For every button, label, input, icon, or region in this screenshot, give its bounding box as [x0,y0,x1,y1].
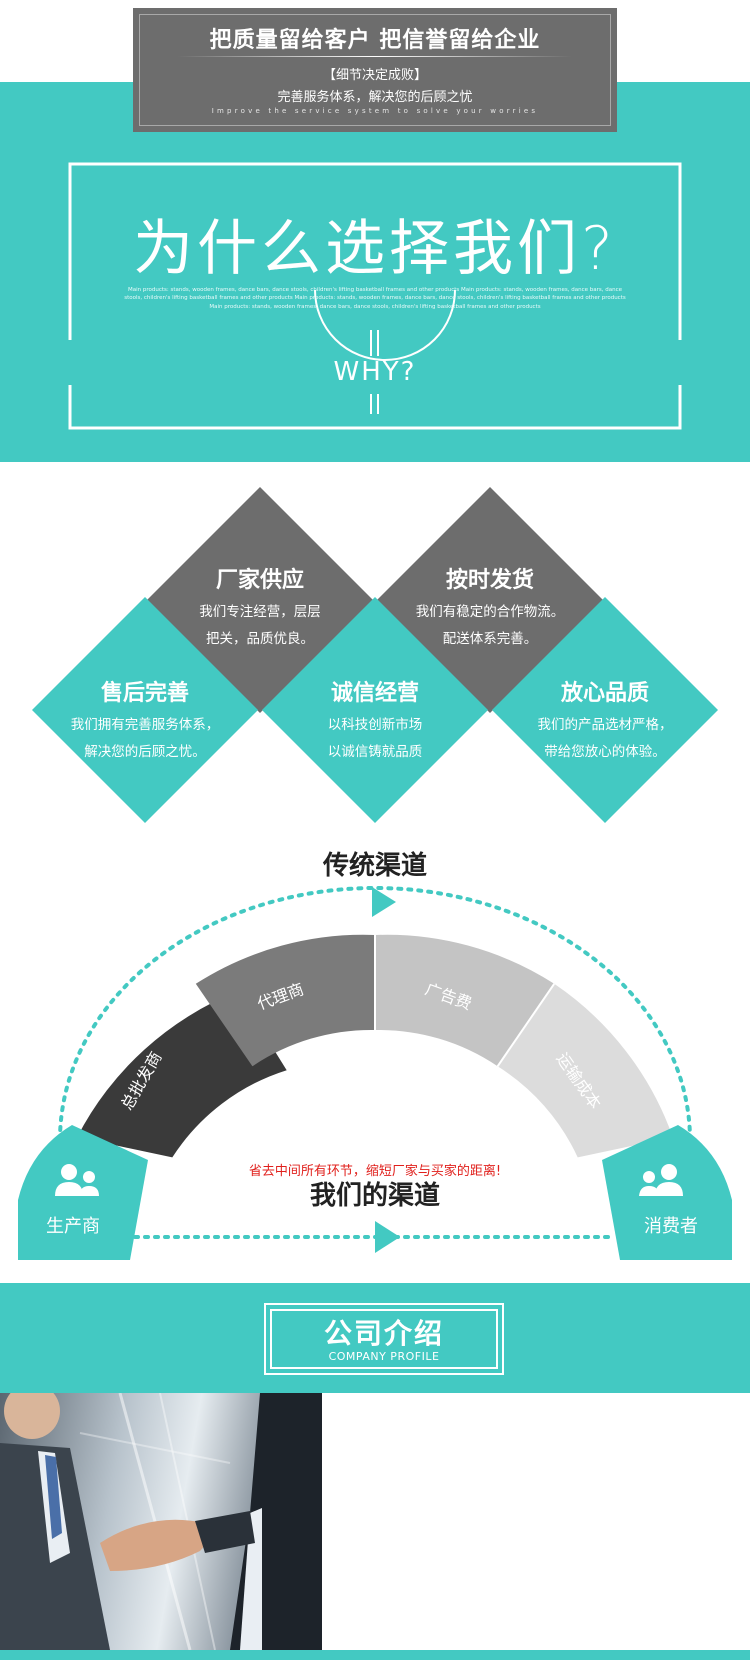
intro-title: 公司介绍 [323,1317,444,1350]
diamond-integrity [262,597,488,823]
feature-text: 我们有稳定的合作物流。 [415,604,565,620]
why-small-text: Main products: stands, wooden frames, da… [124,287,626,310]
feature-text: 我们的产品选材严格， [537,717,673,733]
feature-text: 把关，品质优良。 [206,631,314,647]
feature-diamonds [32,487,718,823]
handshake-photo [0,1393,322,1650]
feature-text: 以科技创新市场 [327,717,423,733]
producer-person-icon [55,1164,99,1196]
feature-title: 诚信经营 [330,681,419,706]
handshake-illustration [0,1393,322,1650]
traditional-arrow-icon [372,887,396,917]
traditional-channel-title: 传统渠道 [322,851,427,881]
feature-text: 带给您放心的体验。 [544,744,666,760]
diamond-after-sales [32,597,258,823]
bottom-bar [0,1650,750,1660]
top-banner-frame [139,14,611,126]
intro-frame-outer [264,1303,504,1375]
why-section-background [0,82,750,462]
segment-agent [195,934,375,1067]
top-banner [133,8,617,132]
feature-text: 解决您的后顾之忧。 [84,744,206,760]
banner-title: 把质量留给客户 把信誉留给企业 [209,28,541,53]
segment-transport [497,983,673,1158]
feature-title: 按时发货 [445,568,534,593]
feature-text: 配送体系完善。 [442,631,538,647]
banner-slogan: 完善服务体系，解决您的后顾之忧 [277,90,473,105]
why-word: WHY? [333,357,417,387]
our-channel-arrow-icon [375,1221,400,1253]
channel-diagram [18,886,732,1260]
segment-advertising [375,934,555,1067]
diamond-quality [492,597,718,823]
why-frame-lines [68,162,682,430]
feature-text: 我们专注经营，层层 [199,604,321,620]
banner-divider [178,56,572,57]
feature-text: 以诚信铸就品质 [327,744,423,760]
consumer-label: 消费者 [644,1216,698,1237]
banner-slogan-en: Improve the service system to solve your… [211,107,539,115]
intro-frame-inner [270,1309,498,1369]
banner-subtitle: 【细节决定成败】 [322,68,427,83]
consumer-person-icon [639,1164,683,1196]
our-channel-title: 我们的渠道 [309,1181,440,1211]
channel-note: 省去中间所有环节，缩短厂家与买家的距离! [248,1164,502,1179]
feature-text: 我们拥有完善服务体系， [70,717,220,733]
producer-label: 生产商 [46,1216,100,1237]
feature-title: 放心品质 [560,681,649,706]
feature-title: 售后完善 [100,681,189,706]
intro-title-en: COMPANY PROFILE [328,1350,440,1363]
feature-title: 厂家供应 [215,568,304,593]
why-title: 为什么选择我们? [133,214,617,284]
